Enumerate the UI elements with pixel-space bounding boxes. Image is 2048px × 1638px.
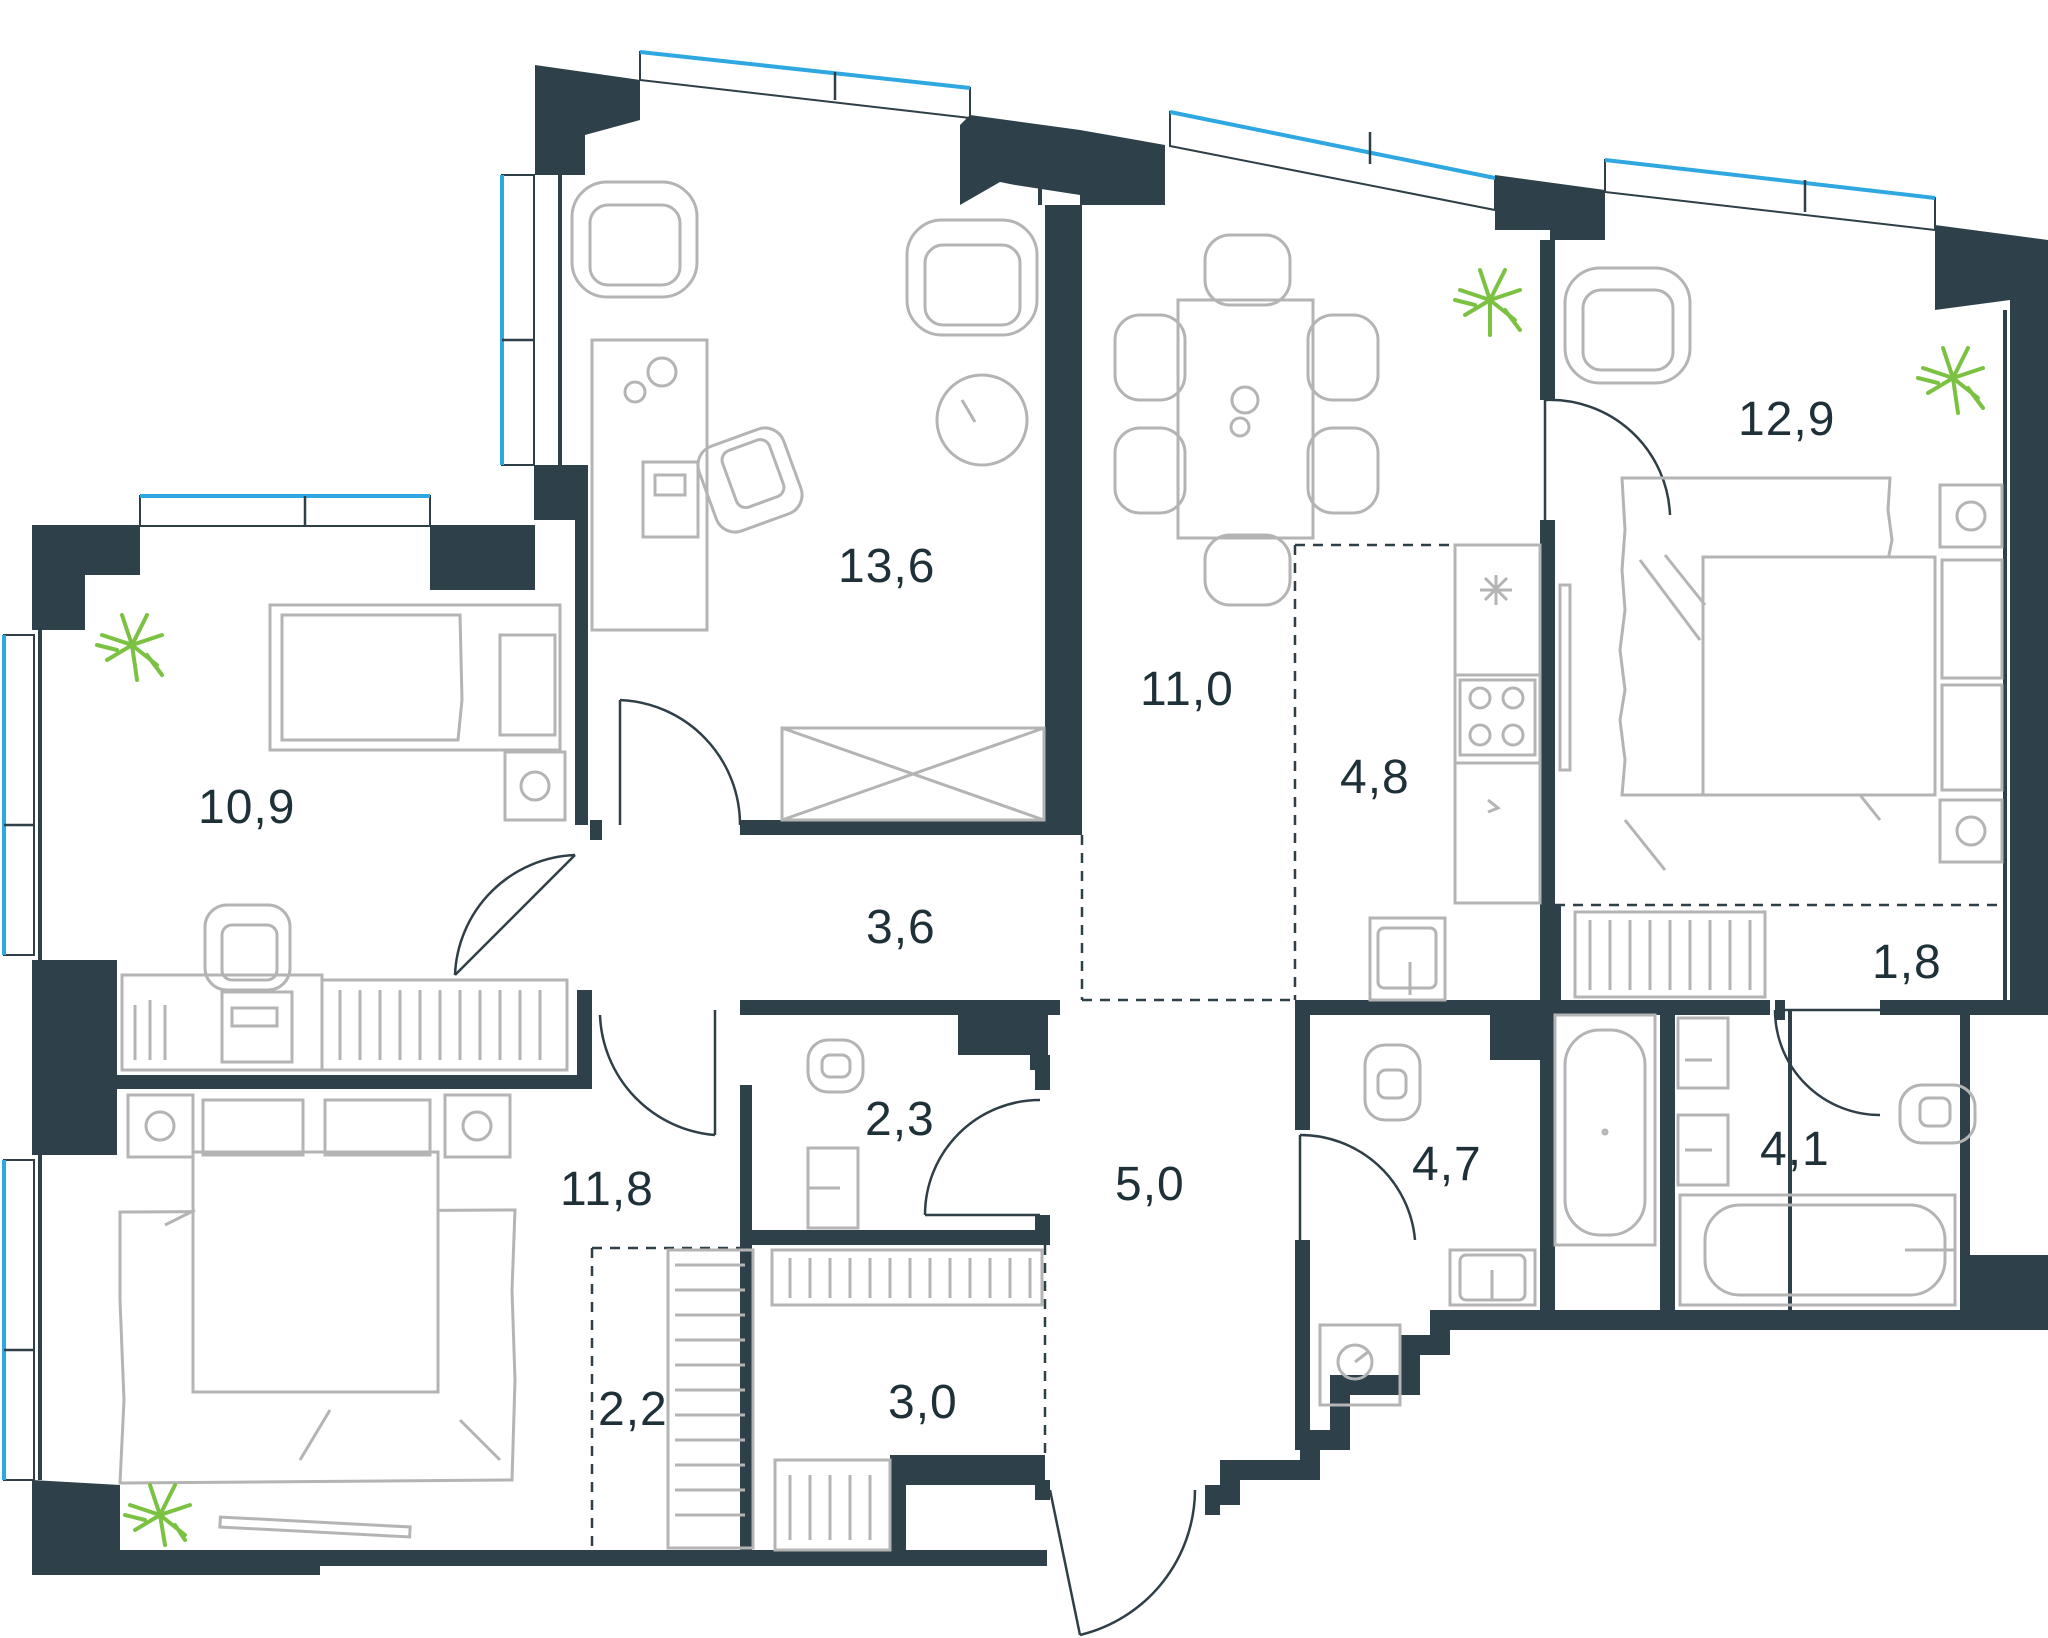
chair-icon xyxy=(1203,233,1292,307)
chair-icon xyxy=(1306,426,1380,515)
desk-icon xyxy=(120,973,324,1072)
wardrobe-icon xyxy=(780,726,1046,822)
area-label-4-7: 4,7 xyxy=(1412,1138,1482,1191)
windows xyxy=(2,50,1936,1481)
area-label-1-8: 1,8 xyxy=(1872,936,1942,989)
area-label-13-6: 13,6 xyxy=(838,540,935,593)
desk-icon xyxy=(590,338,709,632)
doors xyxy=(453,398,1881,1637)
area-label-11-8: 11,8 xyxy=(560,1163,654,1216)
hob-icon xyxy=(1453,543,1542,677)
walls xyxy=(32,65,2048,1575)
window-icon xyxy=(2,1159,35,1481)
toilet-icon xyxy=(806,1038,865,1094)
area-label-3-0: 3,0 xyxy=(888,1376,958,1429)
bed-icon xyxy=(268,603,562,752)
area-label-10-9: 10,9 xyxy=(198,781,295,834)
armchair-icon xyxy=(905,218,1039,337)
hob-icon xyxy=(1458,678,1537,757)
door-icon xyxy=(1048,1489,1197,1637)
wardrobe-icon xyxy=(666,1248,755,1550)
table-icon xyxy=(126,1093,195,1159)
plant-icon xyxy=(1916,346,1985,415)
door-icon xyxy=(1773,1008,1881,1117)
window-icon xyxy=(1169,110,1496,212)
table-icon xyxy=(935,373,1029,467)
plant-icon xyxy=(95,613,164,682)
window-icon xyxy=(2,634,35,956)
plant-icon xyxy=(123,1483,192,1547)
wardrobe-icon xyxy=(320,978,569,1072)
chair-icon xyxy=(1113,426,1187,515)
bathtub-icon xyxy=(1553,1013,1657,1247)
table-icon xyxy=(1938,483,2004,549)
armchair-icon xyxy=(1563,266,1692,385)
area-label-11-0: 11,0 xyxy=(1140,663,1234,716)
furniture xyxy=(118,180,2004,1552)
armchair-icon xyxy=(570,180,699,299)
bathtub-icon xyxy=(1678,1193,1957,1307)
toilet-icon xyxy=(1363,1043,1422,1122)
sink-icon xyxy=(1676,1016,1730,1090)
thin-walls xyxy=(38,125,2007,1480)
window-icon xyxy=(500,174,535,466)
area-label-12-9: 12,9 xyxy=(1738,393,1835,446)
sink-icon xyxy=(1448,1248,1537,1307)
chair-icon xyxy=(1306,313,1380,402)
table-icon xyxy=(443,1093,512,1159)
bed-icon xyxy=(118,1098,517,1485)
area-label-4-8: 4,8 xyxy=(1340,751,1410,804)
table-icon xyxy=(1938,798,2004,864)
door-icon xyxy=(923,1098,1041,1217)
area-label-5-0: 5,0 xyxy=(1115,1158,1185,1211)
door-icon xyxy=(453,853,576,976)
sink-icon xyxy=(806,1146,860,1230)
area-label-2-2: 2,2 xyxy=(598,1383,668,1436)
window-icon xyxy=(1604,158,1936,232)
window-icon xyxy=(639,50,971,120)
sink-icon xyxy=(1676,1113,1730,1187)
wardrobe-icon xyxy=(1573,910,1767,999)
toilet-icon xyxy=(1898,1083,1977,1145)
door-icon xyxy=(618,698,742,826)
area-label-2-3: 2,3 xyxy=(865,1093,935,1146)
area-label-3-6: 3,6 xyxy=(866,901,936,954)
chair-icon xyxy=(1113,313,1187,402)
door-icon xyxy=(1543,398,1672,520)
area-labels: 13,6 11,0 12,9 10,9 4,8 3,6 1,8 2,3 11,8… xyxy=(198,393,1942,1436)
chair-icon xyxy=(696,426,804,534)
washing-machine-icon xyxy=(1318,1323,1402,1407)
door-icon xyxy=(598,1010,717,1137)
bed-icon xyxy=(1618,476,2004,871)
window-icon xyxy=(139,494,431,527)
plants xyxy=(95,268,1985,1547)
wardrobe-icon xyxy=(773,1458,892,1552)
chair-icon xyxy=(1203,533,1292,607)
wardrobe-icon xyxy=(770,1248,1044,1307)
chair-icon xyxy=(203,903,292,992)
plant-icon xyxy=(1453,268,1522,337)
table-icon xyxy=(503,750,567,822)
sink-icon xyxy=(1368,916,1447,1002)
door-icon xyxy=(1298,1133,1417,1241)
table-icon xyxy=(1176,298,1315,540)
area-label-4-1: 4,1 xyxy=(1760,1123,1830,1176)
